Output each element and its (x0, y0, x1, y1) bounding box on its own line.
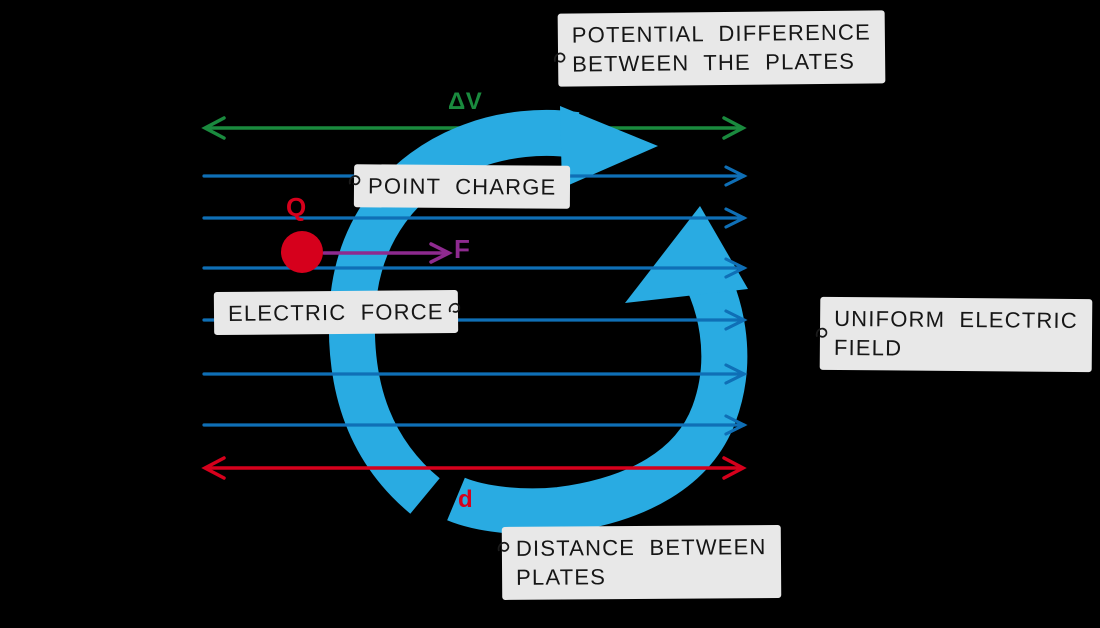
point-charge-label-text: POINT CHARGE (367, 173, 557, 200)
potential-difference-symbol: ΔV (448, 88, 483, 115)
distance-label-line1: DISTANCE BETWEEN (515, 534, 767, 561)
distance-label: DISTANCE BETWEEN PLATES (497, 525, 781, 600)
distance-label-line2: PLATES (516, 564, 607, 591)
uniform-field-label-line1: UNIFORM ELECTRIC (834, 305, 1079, 334)
distance-symbol: d (458, 486, 474, 513)
distance-arrow (201, 456, 747, 480)
leader-curl-icon (553, 52, 566, 63)
point-charge-dot (281, 231, 323, 273)
point-charge-label: POINT CHARGE (348, 164, 571, 210)
leader-curl-icon (497, 541, 510, 552)
potential-difference-label-line2: BETWEEN THE PLATES (572, 49, 856, 78)
leader-curl-icon (448, 302, 461, 313)
potential-difference-label-line1: POTENTIAL DIFFERENCE (571, 19, 872, 48)
uniform-field-label: UNIFORM ELECTRIC FIELD (815, 296, 1093, 373)
force-symbol: F (454, 234, 471, 264)
electric-force-label-text: ELECTRIC FORCE (227, 299, 444, 326)
force-arrow (322, 242, 453, 264)
leader-curl-icon (815, 327, 828, 338)
leader-curl-icon (348, 175, 361, 186)
potential-difference-label: POTENTIAL DIFFERENCE BETWEEN THE PLATES (553, 10, 886, 87)
electric-force-label: ELECTRIC FORCE (213, 289, 461, 336)
charge-symbol: Q (286, 192, 307, 222)
uniform-field-label-line2: FIELD (833, 335, 903, 362)
